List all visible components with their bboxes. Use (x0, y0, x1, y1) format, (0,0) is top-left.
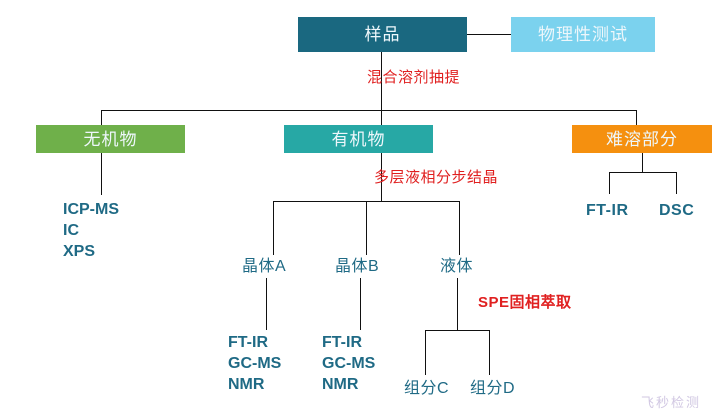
connector-sample-to-physical (467, 34, 511, 35)
node-crystal-b[interactable]: 晶体B (335, 258, 380, 275)
tech-item: NMR (228, 376, 265, 393)
connector-organic-stem (381, 153, 382, 201)
tech-item: FT-IR (322, 334, 362, 351)
connector-insoluble-ftir (609, 172, 610, 194)
annotation-spe: SPE固相萃取 (478, 294, 572, 311)
connector-crystal-b-stem (360, 278, 361, 330)
tech-label-insoluble-dsc: DSC (659, 202, 695, 219)
connector-drop-organic (381, 110, 382, 125)
node-liquid[interactable]: 液体 (440, 258, 474, 275)
connector-liquid-stem (457, 278, 458, 330)
connector-inorganic-stem (101, 153, 102, 195)
tech-item: IC (63, 222, 79, 239)
node-crystal-a[interactable]: 晶体A (242, 258, 287, 275)
node-physical-test[interactable]: 物理性测试 (511, 17, 655, 52)
tech-item: GC-MS (322, 355, 376, 372)
connector-insoluble-dsc (676, 172, 677, 194)
node-organic[interactable]: 有机物 (284, 125, 433, 153)
tech-item: XPS (63, 243, 96, 260)
tech-item: ICP-MS (63, 201, 119, 218)
watermark-label: 飞秒检测 (641, 395, 702, 410)
connector-drop-insoluble (636, 110, 637, 125)
tech-label-insoluble-ftir: FT-IR (586, 202, 629, 219)
node-component-d[interactable]: 组分D (470, 380, 516, 397)
connector-main-bus (101, 110, 636, 111)
tech-item: GC-MS (228, 355, 282, 372)
connector-drop-crystal-b (366, 201, 367, 255)
tech-item: FT-IR (228, 334, 268, 351)
annotation-crystallization: 多层液相分步结晶 (374, 169, 499, 186)
connector-drop-liquid (459, 201, 460, 255)
node-insoluble[interactable]: 难溶部分 (572, 125, 712, 153)
connector-drop-crystal-a (273, 201, 274, 255)
tech-item: NMR (322, 376, 359, 393)
connector-drop-component-d (489, 330, 490, 375)
tech-list-inorganic: ICP-MS IC XPS (63, 199, 119, 262)
connector-crystal-a-stem (266, 278, 267, 330)
node-sample[interactable]: 样品 (298, 17, 467, 52)
node-component-c[interactable]: 组分C (404, 380, 450, 397)
annotation-extraction: 混合溶剂抽提 (367, 69, 461, 86)
tech-list-crystal-b: FT-IR GC-MS NMR (322, 332, 375, 395)
connector-drop-component-c (425, 330, 426, 375)
connector-liquid-bus (425, 330, 490, 331)
node-inorganic[interactable]: 无机物 (36, 125, 185, 153)
connector-drop-inorganic (101, 110, 102, 125)
tech-list-crystal-a: FT-IR GC-MS NMR (228, 332, 281, 395)
connector-sample-stem (381, 52, 382, 110)
connector-insoluble-stem (642, 153, 643, 172)
connector-insoluble-bus (609, 172, 677, 173)
